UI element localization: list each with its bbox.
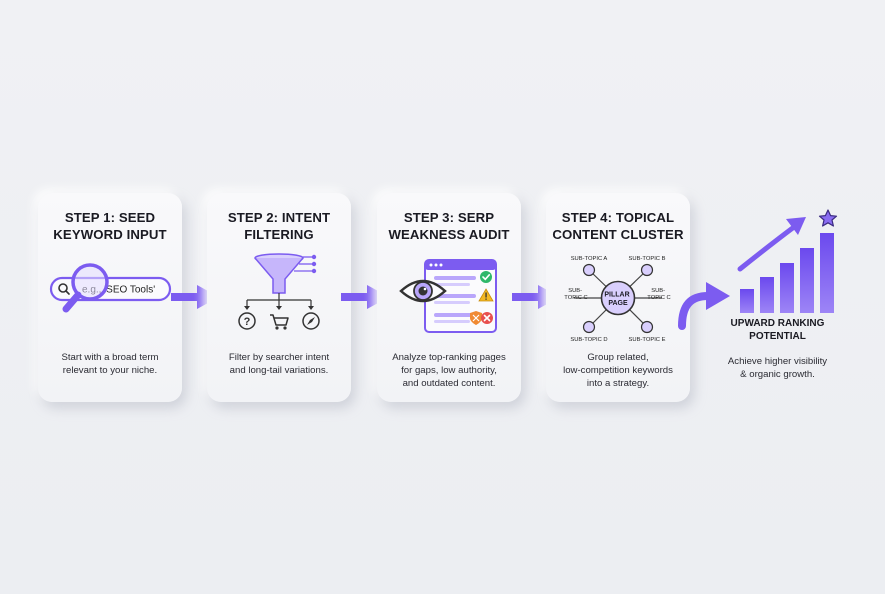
subtopic-c-left-line-2: TOPIC C xyxy=(564,295,587,301)
step-3-title: STEP 3: SERP WEAKNESS AUDIT xyxy=(388,210,510,242)
subtopic-c-right-label: SUB- TOPIC C xyxy=(647,288,670,301)
subtopic-c-right-line-1: SUB- xyxy=(651,288,665,294)
pillar-node xyxy=(600,280,636,316)
step-2-illustration: ? xyxy=(238,253,320,330)
subtopic-d-label: SUB-TOPIC D xyxy=(570,337,607,343)
compass-icon xyxy=(302,312,320,330)
growth-chart-illustration xyxy=(737,209,838,313)
question-icon: ? xyxy=(238,312,256,330)
step-1-title: STEP 1: SEED KEYWORD INPUT xyxy=(53,210,167,242)
subtopic-e-node xyxy=(640,320,654,334)
step-3-illustration xyxy=(399,259,497,333)
step-1-illustration: e.g., 'SEO Tools' xyxy=(49,263,172,313)
step-2-card: STEP 2: INTENT FILTERING ? xyxy=(207,193,351,402)
subtopic-a-node xyxy=(582,263,596,277)
shield-icon xyxy=(470,311,482,325)
pillar-label: PILLAR PAGE xyxy=(604,292,631,308)
eye-icon xyxy=(399,279,447,303)
flow-arrow-4 xyxy=(678,282,730,330)
subtopic-e-label: SUB-TOPIC E xyxy=(629,337,666,343)
bar-chart-icon xyxy=(740,233,834,313)
step-4-card: STEP 4: TOPICAL CONTENT CLUSTER PILLAR P… xyxy=(546,193,690,402)
trend-arrow-icon xyxy=(737,217,806,272)
funnel-icon xyxy=(244,253,317,310)
star-icon xyxy=(818,209,838,227)
close-icon xyxy=(481,312,493,324)
search-input-text: e.g., 'SEO Tools' xyxy=(82,285,155,296)
subtopic-b-label: SUB-TOPIC B xyxy=(629,256,666,262)
step-2-title: STEP 2: INTENT FILTERING xyxy=(227,210,331,242)
step-1-description: Start with a broad term relevant to your… xyxy=(61,352,159,376)
subtopic-c-left-line-1: SUB- xyxy=(568,288,582,294)
svg-text:?: ? xyxy=(244,316,251,328)
final-outcome: UPWARD RANKING POTENTIAL Achieve higher … xyxy=(690,205,865,405)
check-icon xyxy=(480,271,492,283)
cart-icon xyxy=(270,314,289,330)
magnifier-icon xyxy=(62,263,109,313)
search-icon xyxy=(58,283,70,295)
step-4-illustration: PILLAR PAGE SUB-TOPIC A SUB-TOPIC B SUB-… xyxy=(564,256,670,343)
step-3-description: Analyze top-ranking pages for gaps, low … xyxy=(392,352,506,389)
final-description: Achieve higher visibility & organic grow… xyxy=(727,356,828,380)
pillar-label-line-2: PAGE xyxy=(608,300,628,307)
pillar-label-line-1: PILLAR xyxy=(604,292,629,299)
subtopic-a-label: SUB-TOPIC A xyxy=(571,256,608,262)
step-4-description: Group related, low-competition keywords … xyxy=(563,352,673,389)
warning-icon xyxy=(478,288,494,302)
step-2-description: Filter by searcher intent and long-tail … xyxy=(228,352,330,376)
final-title: UPWARD RANKING POTENTIAL xyxy=(730,318,825,342)
step-3-card: STEP 3: SERP WEAKNESS AUDIT xyxy=(377,193,521,402)
step-4-title: STEP 4: TOPICAL CONTENT CLUSTER xyxy=(552,210,684,242)
subtopic-d-node xyxy=(582,320,596,334)
subtopic-b-node xyxy=(640,263,654,277)
step-1-card: STEP 1: SEED KEYWORD INPUT e.g., 'SEO To… xyxy=(38,193,182,402)
subtopic-c-right-line-2: TOPIC C xyxy=(647,295,670,301)
subtopic-c-left-label: SUB- TOPIC C xyxy=(564,288,587,301)
